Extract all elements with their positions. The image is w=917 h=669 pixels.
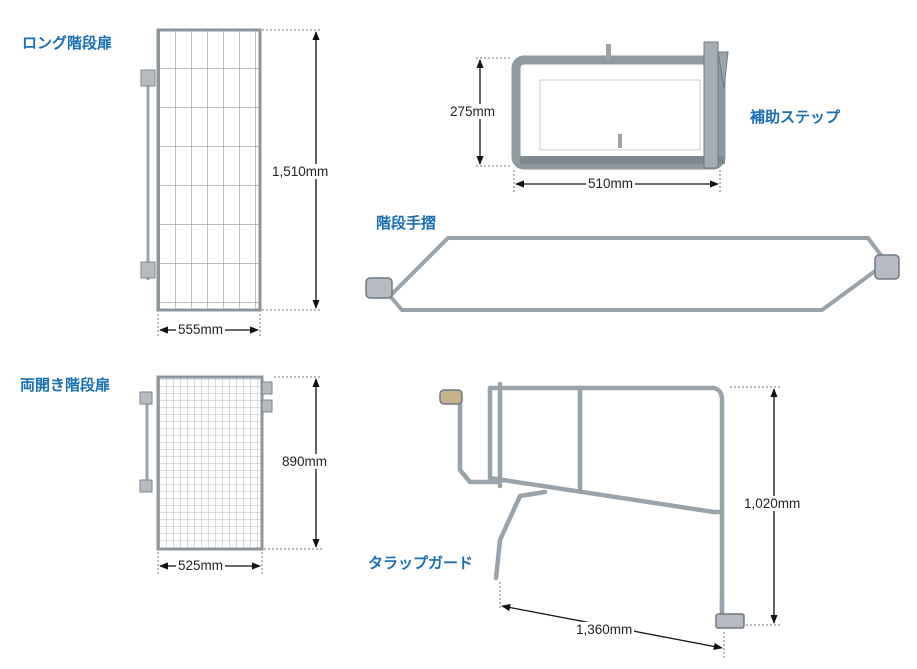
double-stair-door-illustration <box>139 375 273 551</box>
gangway-guard-width: 1,360mm <box>574 622 635 637</box>
long-stair-door-width: 555mm <box>176 322 226 337</box>
gangway-guard-height: 1,020mm <box>742 496 803 511</box>
double-stair-door-title: 両開き階段扉 <box>20 376 111 394</box>
long-stair-door-title: ロング階段扉 <box>22 34 113 52</box>
auxiliary-step-title: 補助ステップ <box>750 108 841 126</box>
double-stair-door-height: 890mm <box>280 454 330 469</box>
long-stair-door-height: 1,510mm <box>270 164 331 179</box>
stair-handrail-title: 階段手摺 <box>376 214 437 232</box>
long-stair-door-illustration <box>140 28 262 312</box>
auxiliary-step-height: 275mm <box>448 104 498 119</box>
auxiliary-step-illustration <box>511 41 729 170</box>
stair-handrail-illustration <box>365 236 900 312</box>
gangway-guard-title: タラップガード <box>368 554 474 572</box>
auxiliary-step-width: 510mm <box>586 176 636 191</box>
gangway-guard-illustration <box>439 381 745 629</box>
double-stair-door-width: 525mm <box>176 558 226 573</box>
